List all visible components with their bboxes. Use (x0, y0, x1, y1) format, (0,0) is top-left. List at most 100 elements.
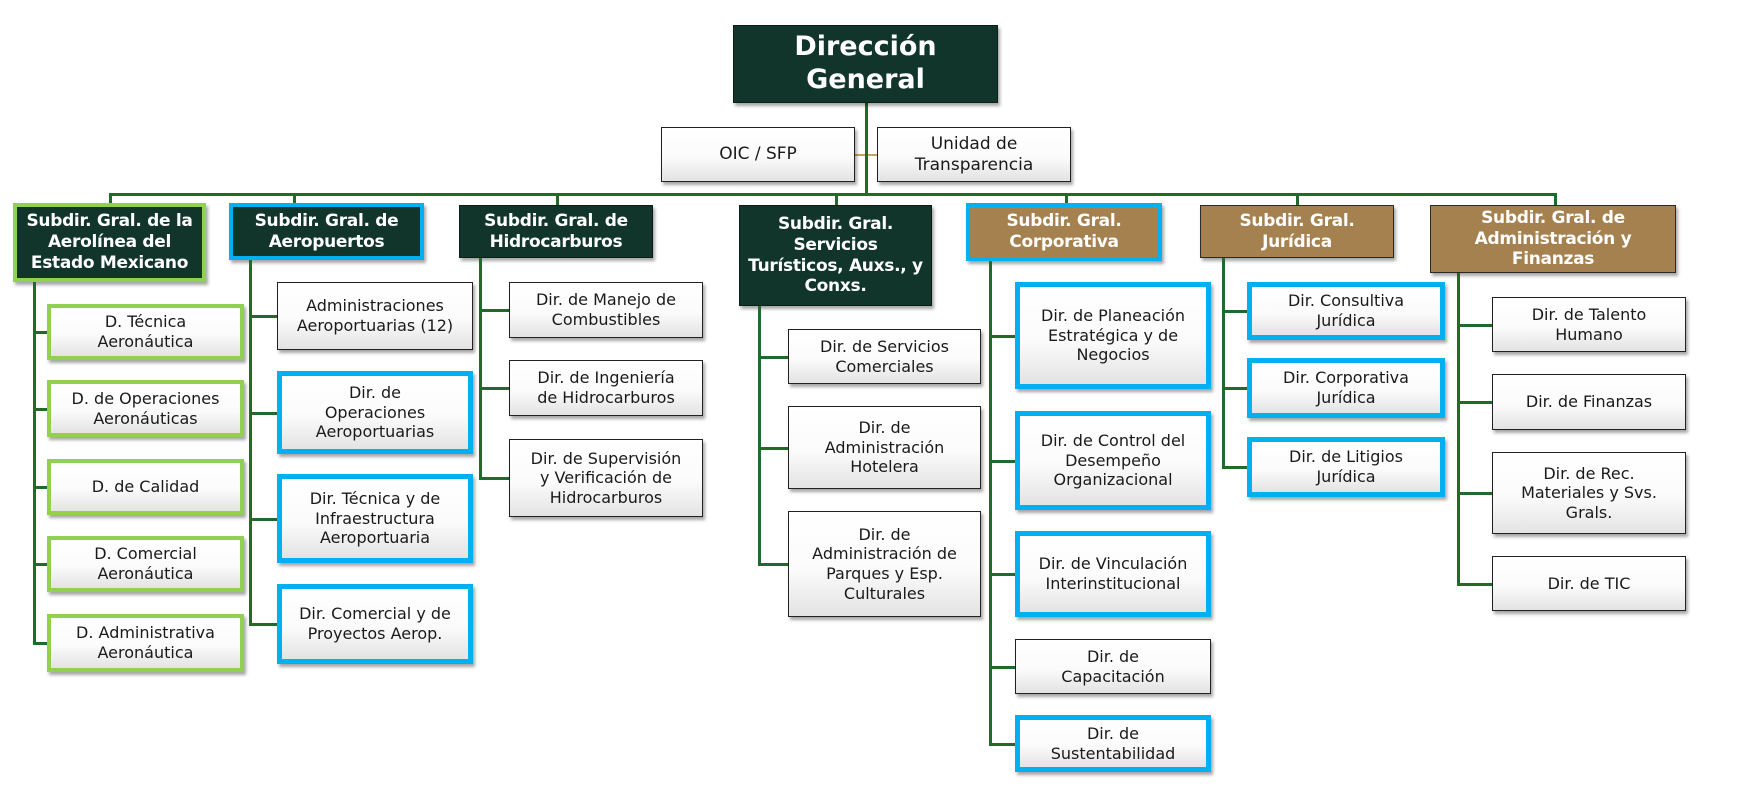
node-direccion[interactable]: Dir. Comercial y de Proyectos Aerop. (277, 584, 473, 664)
connector-drop (556, 194, 559, 205)
node-direccion-general[interactable]: Dirección General (733, 25, 998, 103)
connector-column-trunk (1222, 258, 1225, 468)
node-subdireccion-5[interactable]: Subdir. Gral. Corporativa (966, 203, 1162, 261)
node-subdireccion-2[interactable]: Subdir. Gral. de Aeropuertos (229, 203, 424, 260)
connector-branch (33, 407, 47, 411)
node-label: Subdir. Gral. Servicios Turísticos, Auxs… (748, 214, 923, 297)
connector-branch (1457, 401, 1492, 404)
node-label: Dir. de Planeación Estratégica y de Nego… (1041, 306, 1185, 365)
connector-branch (249, 623, 277, 626)
node-direccion[interactable]: D. Administrativa Aeronáutica (47, 614, 244, 672)
node-direccion[interactable]: Dir. de Sustentabilidad (1015, 715, 1211, 772)
node-direccion[interactable]: Dir. Corporativa Jurídica (1247, 358, 1445, 418)
node-oic-sfp[interactable]: OIC / SFP (661, 127, 855, 182)
node-label: D. de Calidad (91, 477, 200, 497)
node-label: Dir. de Talento Humano (1531, 304, 1647, 344)
connector-branch (1457, 582, 1492, 586)
connector-column-trunk (249, 260, 252, 625)
node-label: Subdir. Gral. Jurídica (1239, 210, 1355, 252)
node-subdireccion-1[interactable]: Subdir. Gral. de la Aerolínea del Estado… (13, 203, 206, 282)
node-unidad-transparencia[interactable]: Unidad de Transparencia (877, 127, 1071, 182)
node-label: Dir. de Capacitación (1061, 646, 1165, 686)
connector-column-trunk (33, 282, 36, 644)
node-label: Dir. Técnica y de Infraestructura Aeropo… (309, 489, 441, 548)
node-direccion[interactable]: D. de Operaciones Aeronáuticas (47, 380, 244, 437)
node-label: Dirección General (794, 31, 937, 95)
node-label: Dir. de Administración Hotelera (824, 418, 945, 477)
node-direccion[interactable]: D. de Calidad (47, 459, 244, 515)
connector-branch (1222, 310, 1247, 313)
connector-branch (758, 563, 788, 566)
node-label: Dir. Consultiva Jurídica (1287, 291, 1405, 330)
node-direccion[interactable]: Dir. de Servicios Comerciales (788, 329, 981, 384)
node-label: Dir. de Rec. Materiales y Svs. Grals. (1521, 463, 1657, 522)
node-direccion[interactable]: Dir. de Vinculación Interinstitucional (1015, 531, 1211, 617)
node-subdireccion-3[interactable]: Subdir. Gral. de Hidrocarburos (459, 205, 653, 258)
node-direccion[interactable]: Dir. de Administración de Parques y Esp.… (788, 511, 981, 617)
node-label: Dir. de Manejo de Combustibles (535, 290, 677, 329)
connector-branch (758, 355, 788, 359)
connector-drop (293, 194, 296, 203)
connector-branch (479, 477, 509, 480)
connector-branch (1457, 323, 1492, 327)
node-label: D. Técnica Aeronáutica (97, 312, 194, 351)
node-direccion[interactable]: Dir. de Control del Desempeño Organizaci… (1015, 411, 1211, 510)
node-direccion[interactable]: Dir. de Rec. Materiales y Svs. Grals. (1492, 452, 1686, 534)
connector-bus (109, 193, 1557, 196)
node-label: Dir. de Finanzas (1525, 392, 1653, 412)
node-label: OIC / SFP (719, 144, 797, 165)
node-direccion[interactable]: Dir. de Capacitación (1015, 639, 1211, 694)
node-direccion[interactable]: Dir. de TIC (1492, 556, 1686, 611)
node-label: Subdir. Gral. de la Aerolínea del Estado… (26, 211, 193, 273)
node-label: D. de Operaciones Aeronáuticas (71, 388, 220, 428)
connector-drop (109, 194, 112, 203)
node-subdireccion-6[interactable]: Subdir. Gral. Jurídica (1200, 205, 1394, 258)
node-direccion[interactable]: Administraciones Aeroportuarias (12) (277, 282, 473, 350)
connector-branch (758, 446, 788, 450)
node-direccion[interactable]: Dir. de Administración Hotelera (788, 406, 981, 489)
node-label: Administraciones Aeroportuarias (12) (296, 296, 454, 335)
node-label: Dir. de Sustentabilidad (1050, 723, 1176, 763)
node-direccion[interactable]: D. Técnica Aeronáutica (47, 304, 244, 360)
connector-branch (1222, 387, 1247, 390)
connector-branch (33, 331, 47, 334)
connector-branch (33, 563, 47, 566)
connector-trunk (865, 103, 868, 195)
connector-drop (835, 194, 838, 205)
node-direccion[interactable]: Dir. de Finanzas (1492, 374, 1686, 430)
connector-branch (989, 665, 1015, 669)
node-label: Dir. Comercial y de Proyectos Aerop. (299, 604, 451, 643)
node-direccion[interactable]: Dir. de Manejo de Combustibles (509, 282, 703, 338)
node-direccion[interactable]: Dir. de Operaciones Aeroportuarias (277, 371, 473, 454)
connector-branch (249, 411, 277, 415)
connector-branch (989, 334, 1015, 338)
node-direccion[interactable]: Dir. de Talento Humano (1492, 297, 1686, 352)
connector-branch (1457, 492, 1492, 495)
connector-branch (1222, 466, 1247, 469)
node-subdireccion-7[interactable]: Subdir. Gral. de Administración y Finanz… (1430, 205, 1676, 273)
node-direccion[interactable]: Dir. de Supervisión y Verificación de Hi… (509, 439, 703, 517)
connector-column-trunk (758, 306, 761, 565)
node-label: D. Comercial Aeronáutica (94, 544, 197, 583)
connector-oic (855, 154, 865, 156)
node-label: Dir. Corporativa Jurídica (1283, 368, 1409, 407)
connector-branch (989, 573, 1015, 576)
node-label: D. Administrativa Aeronáutica (76, 623, 215, 662)
node-direccion[interactable]: Dir. de Ingeniería de Hidrocarburos (509, 360, 703, 416)
node-direccion[interactable]: Dir. Consultiva Jurídica (1247, 282, 1445, 340)
node-label: Dir. de Servicios Comerciales (820, 336, 949, 376)
node-direccion[interactable]: Dir. de Litigios Jurídica (1247, 437, 1445, 497)
connector-column-trunk (989, 261, 992, 745)
node-label: Subdir. Gral. de Administración y Finanz… (1474, 207, 1632, 270)
node-label: Dir. de TIC (1547, 573, 1631, 593)
node-direccion[interactable]: Dir. Técnica y de Infraestructura Aeropo… (277, 474, 473, 563)
node-direccion[interactable]: Dir. de Planeación Estratégica y de Nego… (1015, 282, 1211, 389)
node-label: Subdir. Gral. Corporativa (1006, 211, 1122, 252)
connector-drop (1065, 194, 1068, 203)
connector-column-trunk (1457, 273, 1460, 585)
connector-branch (249, 315, 277, 318)
node-subdireccion-4[interactable]: Subdir. Gral. Servicios Turísticos, Auxs… (739, 205, 932, 306)
node-label: Dir. de Supervisión y Verificación de Hi… (530, 448, 682, 507)
node-direccion[interactable]: D. Comercial Aeronáutica (47, 536, 244, 592)
